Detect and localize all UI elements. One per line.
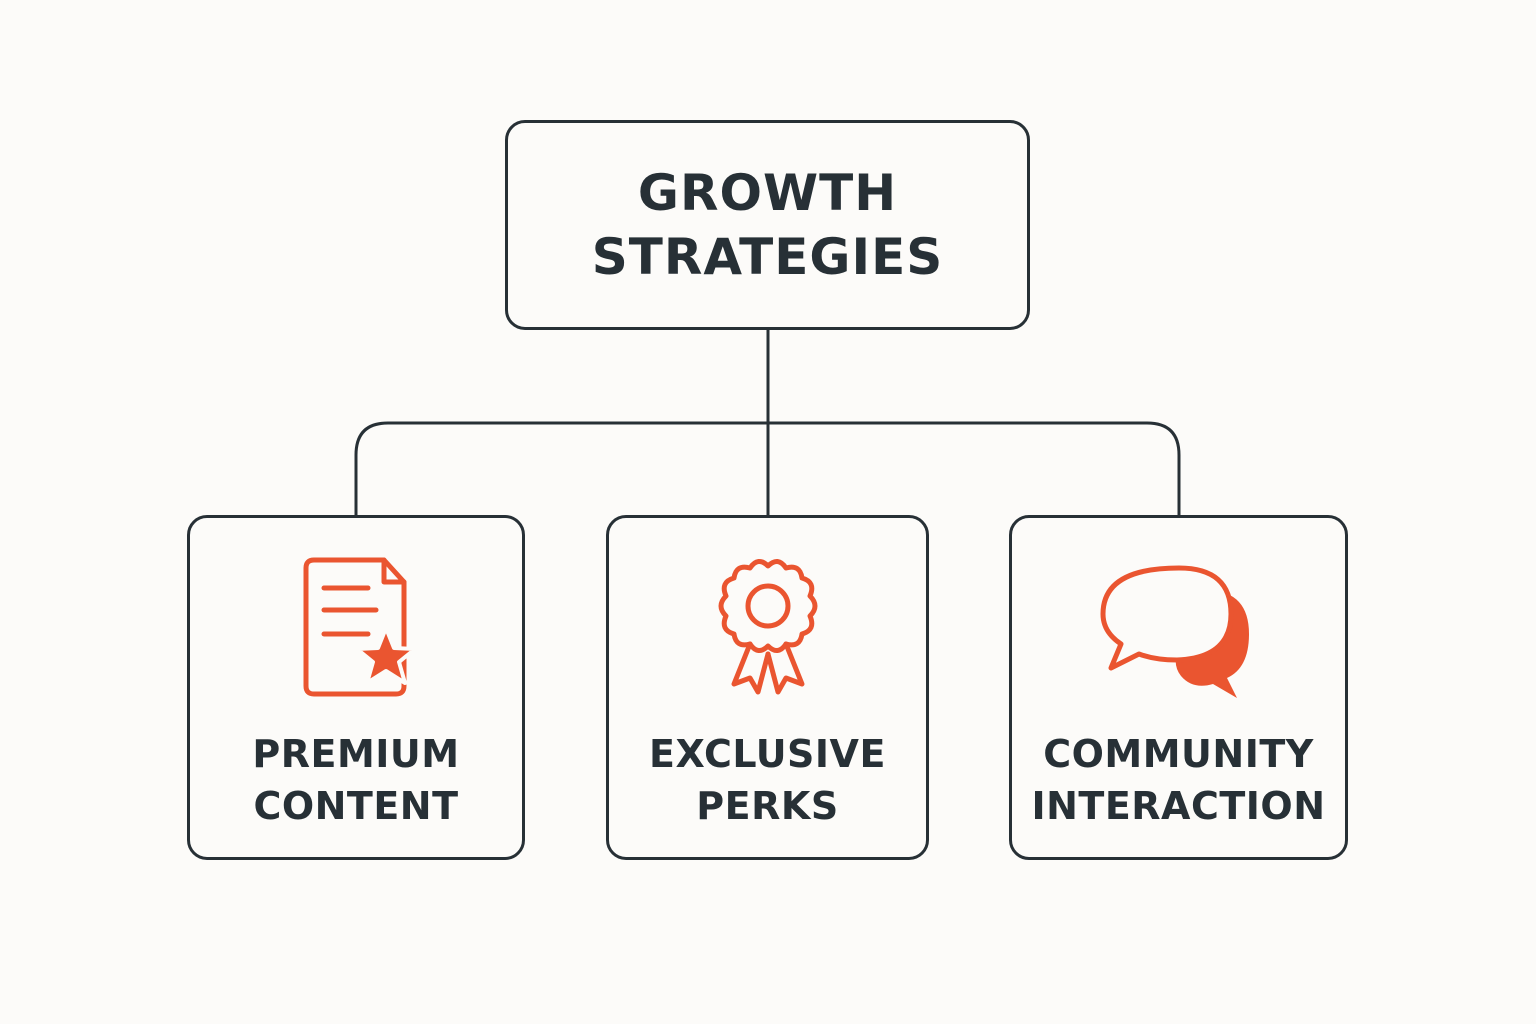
node-label: EXCLUSIVE PERKS [609,728,926,832]
root-node: GROWTH STRATEGIES [505,120,1030,330]
node-label: COMMUNITY INTERACTION [1012,728,1345,832]
node-community-interaction: COMMUNITY INTERACTION [1009,515,1348,860]
node-label-line-2: CONTENT [253,784,459,828]
node-exclusive-perks: EXCLUSIVE PERKS [606,515,929,860]
document-star-icon [190,548,522,708]
root-title-line-1: GROWTH [637,164,898,222]
chat-bubbles-icon [1012,548,1345,708]
node-label-line-2: PERKS [696,784,839,828]
root-title-line-2: STRATEGIES [591,228,944,286]
node-label-line-1: PREMIUM [252,732,460,776]
node-label-line-1: EXCLUSIVE [649,732,886,776]
branch-connector [354,421,1181,517]
award-ribbon-icon [609,548,926,708]
node-premium-content: PREMIUM CONTENT [187,515,525,860]
node-label-line-1: COMMUNITY [1043,732,1314,776]
node-label-line-2: INTERACTION [1031,784,1326,828]
node-label: PREMIUM CONTENT [190,728,522,832]
